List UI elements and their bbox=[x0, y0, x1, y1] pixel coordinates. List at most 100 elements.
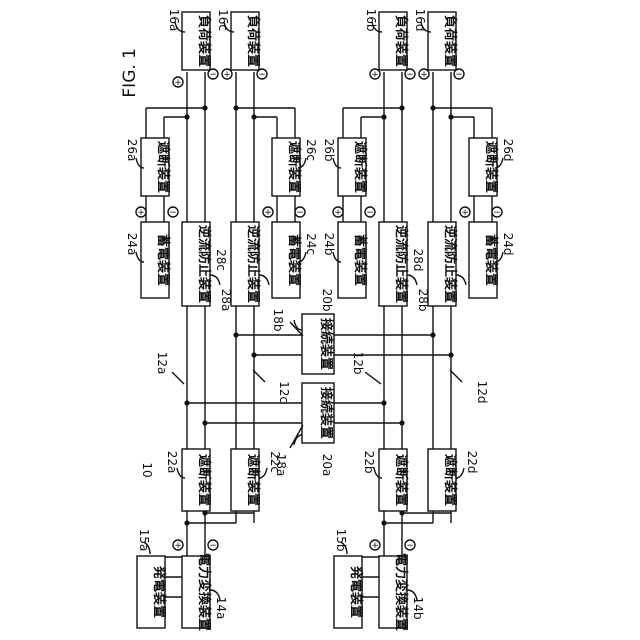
load-device-16b: 負荷装置 bbox=[379, 12, 409, 70]
plus-sign-icon: + bbox=[333, 207, 343, 218]
generator-15a: 発電装置 bbox=[137, 556, 167, 628]
svg-text:+: + bbox=[223, 70, 231, 80]
breaker-22a: 遮断装置 bbox=[182, 449, 212, 511]
minus-sign-icon: − bbox=[295, 207, 305, 218]
plus-sign-icon: + bbox=[370, 69, 380, 80]
load-device-16a: 負荷装置 bbox=[182, 12, 212, 70]
load-device-label: 負荷装置 bbox=[393, 15, 409, 67]
ref-16b: 16b bbox=[364, 9, 378, 32]
breaker-label: 遮断装置 bbox=[196, 454, 212, 506]
ref-12c: 12c bbox=[277, 381, 291, 403]
breaker-26c: 遮断装置 bbox=[272, 138, 302, 196]
svg-text:−: − bbox=[169, 208, 177, 218]
plus-sign-icon: + bbox=[460, 207, 470, 218]
ref-24b: 24b bbox=[322, 233, 336, 256]
power-converter-label: 電力変換装置 bbox=[196, 553, 212, 631]
plus-sign-icon: + bbox=[370, 540, 380, 551]
breaker-22d: 遮断装置 bbox=[428, 449, 458, 511]
svg-text:−: − bbox=[258, 70, 266, 80]
figure-title: FIG. 1 bbox=[120, 48, 140, 98]
generator-15b: 発電装置 bbox=[334, 556, 364, 628]
ref-14b: 14b bbox=[411, 597, 425, 620]
ref-20a: 20a bbox=[320, 454, 334, 477]
ref-26a: 26a bbox=[125, 139, 139, 162]
minus-sign-icon: − bbox=[492, 207, 502, 218]
ref-12b: 12b bbox=[351, 352, 365, 375]
minus-sign-icon: − bbox=[405, 69, 415, 80]
backflow-device-28b: 逆流防止装置 bbox=[379, 222, 409, 306]
svg-text:+: + bbox=[174, 541, 182, 551]
svg-text:−: − bbox=[455, 70, 463, 80]
plus-sign-icon: + bbox=[263, 207, 273, 218]
breaker-26b: 遮断装置 bbox=[338, 138, 368, 196]
ref-26c: 26c bbox=[304, 139, 318, 161]
breaker-label: 遮断装置 bbox=[483, 141, 499, 193]
storage-label: 蓄電装置 bbox=[352, 234, 368, 286]
breaker-22b: 遮断装置 bbox=[379, 449, 409, 511]
ref-28c: 28c bbox=[214, 249, 228, 271]
breaker-label: 遮断装置 bbox=[155, 141, 171, 193]
backflow-label: 逆流防止装置 bbox=[196, 225, 212, 303]
backflow-label: 逆流防止装置 bbox=[442, 225, 458, 303]
backflow-label: 逆流防止装置 bbox=[393, 225, 409, 303]
svg-text:+: + bbox=[334, 208, 342, 218]
svg-text:+: + bbox=[264, 208, 272, 218]
breaker-label: 遮断装置 bbox=[286, 141, 302, 193]
ref-12d: 12d bbox=[475, 381, 489, 404]
breaker-label: 遮断装置 bbox=[442, 454, 458, 506]
ref-26d: 26d bbox=[501, 139, 515, 162]
minus-sign-icon: − bbox=[208, 540, 218, 551]
ref-26b: 26b bbox=[322, 139, 336, 162]
ref-28d: 28d bbox=[411, 249, 425, 272]
plus-sign-icon: + bbox=[419, 69, 429, 80]
connector-20a: 接続装置 bbox=[302, 383, 334, 443]
svg-text:+: + bbox=[461, 208, 469, 218]
connector-20b: 接続装置 bbox=[302, 314, 334, 374]
svg-text:−: − bbox=[493, 208, 501, 218]
ref-28a: 28a bbox=[219, 289, 233, 312]
minus-sign-icon: − bbox=[405, 540, 415, 551]
ref-24c: 24c bbox=[304, 233, 318, 255]
ref-24a: 24a bbox=[125, 233, 139, 256]
breaker-22c: 遮断装置 bbox=[231, 449, 261, 511]
connector-label: 接続装置 bbox=[318, 387, 334, 439]
ref-15b: 15b bbox=[334, 529, 348, 552]
ref-16c: 16c bbox=[216, 9, 230, 31]
power-converter-14a: 電力変換装置 bbox=[182, 553, 212, 631]
backflow-device-28d: 逆流防止装置 bbox=[428, 222, 458, 306]
minus-sign-icon: − bbox=[168, 207, 178, 218]
svg-text:+: + bbox=[137, 208, 145, 218]
ref-16a: 16a bbox=[167, 9, 181, 32]
svg-text:−: − bbox=[366, 208, 374, 218]
backflow-device-28c: 逆流防止装置 bbox=[231, 222, 261, 306]
minus-sign-icon: − bbox=[454, 69, 464, 80]
breaker-label: 遮断装置 bbox=[245, 454, 261, 506]
minus-sign-icon: − bbox=[208, 69, 218, 80]
svg-text:−: − bbox=[406, 70, 414, 80]
breaker-label: 遮断装置 bbox=[352, 141, 368, 193]
ref-10: 10 bbox=[140, 462, 154, 477]
breaker-label: 遮断装置 bbox=[393, 454, 409, 506]
svg-text:−: − bbox=[296, 208, 304, 218]
generator-label: 発電装置 bbox=[151, 565, 167, 618]
ref-22a: 22a bbox=[165, 451, 179, 474]
svg-text:−: − bbox=[209, 541, 217, 551]
svg-text:+: + bbox=[420, 70, 428, 80]
ref-22c: 22c bbox=[268, 451, 282, 473]
load-device-label: 負荷装置 bbox=[245, 15, 261, 67]
ref-28b: 28b bbox=[416, 289, 430, 312]
storage-device-24b: 蓄電装置 bbox=[338, 222, 368, 298]
power-converter-14b: 電力変換装置 bbox=[379, 553, 409, 631]
load-device-16c: 負荷装置 bbox=[231, 12, 261, 70]
connector-label: 接続装置 bbox=[318, 318, 334, 370]
ref-18b: 18b bbox=[271, 309, 285, 332]
svg-text:−: − bbox=[209, 70, 217, 80]
storage-label: 蓄電装置 bbox=[483, 234, 499, 286]
load-device-label: 負荷装置 bbox=[196, 15, 212, 67]
ref-16d: 16d bbox=[413, 9, 427, 32]
svg-text:+: + bbox=[174, 78, 182, 88]
load-device-16d: 負荷装置 bbox=[428, 12, 458, 70]
generator-label: 発電装置 bbox=[348, 565, 364, 618]
plus-sign-icon: + bbox=[173, 77, 183, 88]
